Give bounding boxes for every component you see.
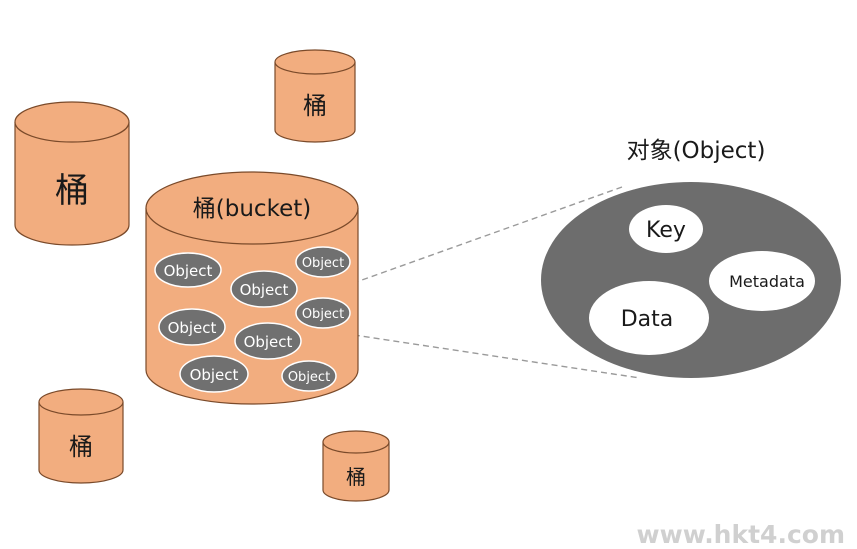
object-detail: 对象(Object) Key Metadata Data bbox=[541, 138, 841, 378]
object-detail-title: 对象(Object) bbox=[627, 138, 766, 164]
svg-text:Data: Data bbox=[621, 307, 674, 332]
svg-text:Object: Object bbox=[302, 307, 344, 322]
object-item: Object bbox=[158, 308, 226, 346]
object-item: Object bbox=[295, 297, 351, 329]
connector-bottom bbox=[333, 331, 641, 379]
svg-text:Key: Key bbox=[646, 218, 686, 243]
watermark: www.hkt4.com bbox=[637, 520, 846, 549]
object-part-data: Data bbox=[589, 281, 709, 355]
small-bucket-bottom-center: 桶 bbox=[322, 430, 390, 502]
svg-text:Object: Object bbox=[190, 366, 239, 384]
small-bucket-left-label: 桶 bbox=[55, 171, 89, 211]
main-bucket-label: 桶(bucket) bbox=[193, 196, 311, 222]
small-bucket-left: 桶 bbox=[14, 101, 130, 246]
main-bucket: 桶(bucket) Object Object Object Object Ob… bbox=[145, 171, 359, 405]
object-part-key: Key bbox=[629, 205, 703, 253]
object-item: Object bbox=[295, 246, 351, 278]
svg-text:Object: Object bbox=[288, 370, 330, 385]
svg-text:Object: Object bbox=[244, 333, 293, 351]
object-part-metadata: Metadata bbox=[709, 251, 815, 311]
svg-text:Metadata: Metadata bbox=[729, 272, 805, 291]
small-bucket-top-label: 桶 bbox=[303, 92, 327, 120]
small-bucket-bottom-left: 桶 bbox=[38, 388, 124, 484]
small-bucket-bottom-center-label: 桶 bbox=[346, 465, 366, 489]
object-item: Object bbox=[154, 252, 222, 288]
object-item: Object bbox=[230, 270, 298, 308]
svg-text:Object: Object bbox=[240, 281, 289, 299]
object-item: Object bbox=[179, 355, 249, 393]
svg-text:Object: Object bbox=[168, 319, 217, 337]
svg-text:Object: Object bbox=[302, 256, 344, 271]
object-item: Object bbox=[281, 360, 337, 392]
svg-text:Object: Object bbox=[164, 262, 213, 280]
connector-top bbox=[333, 186, 623, 291]
small-bucket-top: 桶 bbox=[274, 49, 356, 143]
small-bucket-bottom-left-label: 桶 bbox=[69, 433, 93, 461]
object-item: Object bbox=[234, 322, 302, 360]
